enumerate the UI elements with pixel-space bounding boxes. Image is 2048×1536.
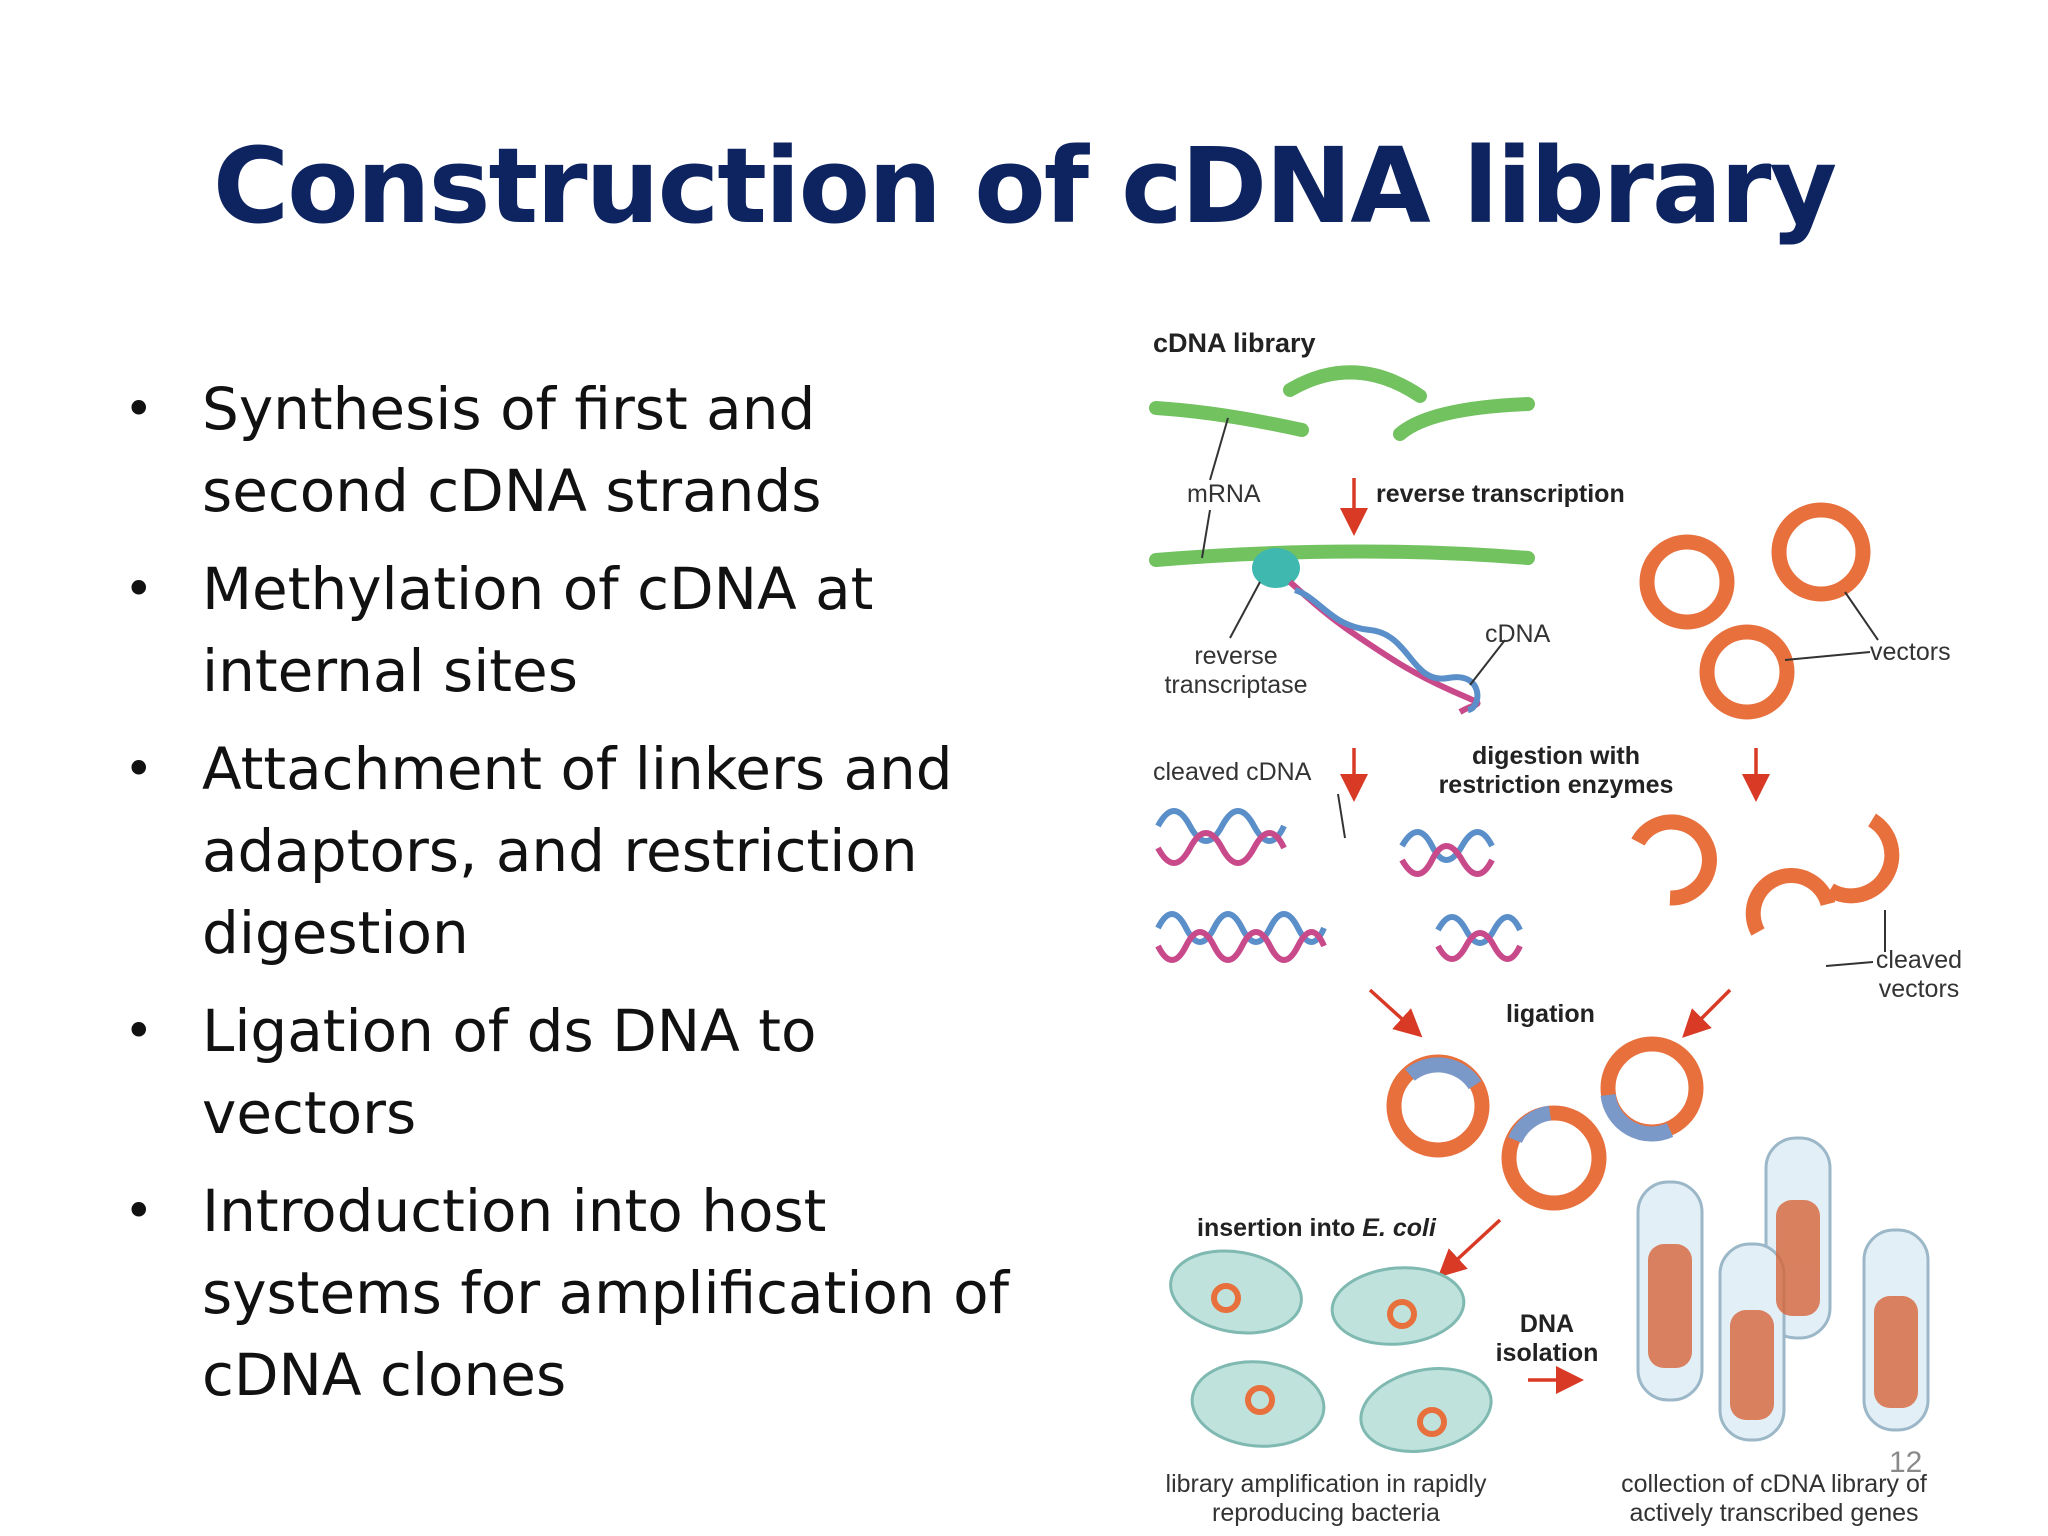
label-reverse-transcriptase-line2: transcriptase [1164,671,1308,699]
label-reverse-transcriptase-line1: reverse [1194,642,1278,670]
bullet-item: • Attachment of linkers and adaptors, and… [118,728,1018,974]
label-insertion: insertion into E. coli [1197,1214,1436,1243]
cleaved-cdna-icon [1155,808,1523,963]
bullet-dot: • [124,740,154,798]
label-cleaved-vectors-line2: vectors [1878,975,1960,1003]
caption-amplification-line2: reproducing bacteria [1212,1499,1440,1527]
label-digestion-line2: restriction enzymes [1438,771,1674,799]
figure-heading: cDNA library [1153,328,1316,358]
label-dna-isolation-line1: DNA [1519,1310,1575,1338]
caption-amplification-line1: library amplification in rapidly [1165,1470,1487,1498]
slide-number: 12 [1889,1446,1923,1479]
bullet-text: Ligation of ds DNA to vectors [202,997,817,1147]
reverse-transcriptase-icon [1252,548,1300,588]
figure-artwork [1149,365,1930,1453]
label-reverse-transcription: reverse transcription [1376,480,1625,508]
bullet-text: Attachment of linkers and adaptors, and … [202,735,953,967]
label-digestion: digestion with restriction enzymes [1424,742,1688,800]
label-insertion-prefix: insertion into [1197,1214,1363,1242]
bullet-dot: • [124,1002,154,1060]
bullet-item: • Ligation of ds DNA to vectors [118,990,1018,1154]
recombinant-vector-icons [1386,1036,1704,1211]
label-dna-isolation: DNA isolation [1494,1310,1600,1368]
label-digestion-line1: digestion with [1471,742,1641,770]
label-insertion-organism: E. coli [1362,1214,1436,1242]
bullet-dot: • [124,1182,154,1240]
caption-collection: collection of cDNA library of actively t… [1604,1470,1944,1528]
bullet-text: Introduction into host systems for ampli… [202,1177,1010,1409]
label-dna-isolation-line2: isolation [1495,1339,1599,1367]
cdna-helix-icon [1287,579,1481,715]
bullet-item: • Introduction into host systems for ampl… [118,1170,1018,1416]
label-vectors: vectors [1870,638,1951,666]
label-mrna: mRNA [1187,480,1261,508]
label-cdna: cDNA [1485,620,1551,648]
caption-collection-line1: collection of cDNA library of [1621,1470,1927,1498]
caption-collection-line2: actively transcribed genes [1629,1499,1919,1527]
vector-circles [1639,502,1871,720]
caption-amplification: library amplification in rapidly reprodu… [1146,1470,1506,1528]
bacteria-icons [1169,1249,1493,1453]
label-cleaved-vectors-line1: cleaved [1875,946,1963,974]
bullet-dot: • [124,560,154,618]
bullet-text: Methylation of cDNA at internal sites [202,555,874,705]
dna-sample-icons [1648,1200,1918,1420]
label-reverse-transcriptase: reverse transcriptase [1156,642,1316,700]
label-cleaved-vectors: cleaved vectors [1864,946,1974,1004]
cleaved-vector-icons [1631,813,1900,936]
bullet-list: • Synthesis of first and second cDNA stra… [118,368,1018,1432]
label-cleaved-cdna: cleaved cDNA [1153,758,1312,786]
bullet-text: Synthesis of first and second cDNA stran… [202,375,822,525]
bullet-item: • Methylation of cDNA at internal sites [118,548,1018,712]
bullet-item: • Synthesis of first and second cDNA stra… [118,368,1018,532]
label-ligation: ligation [1506,1000,1595,1028]
slide-title: Construction of cDNA library [212,125,1837,247]
bullet-dot: • [124,380,154,438]
cdna-library-figure: cDNA library mRNA reverse transcription … [1130,300,1990,1536]
plasmid-in-bacteria-icons [1211,1283,1447,1437]
mrna-strands [1149,365,1535,567]
